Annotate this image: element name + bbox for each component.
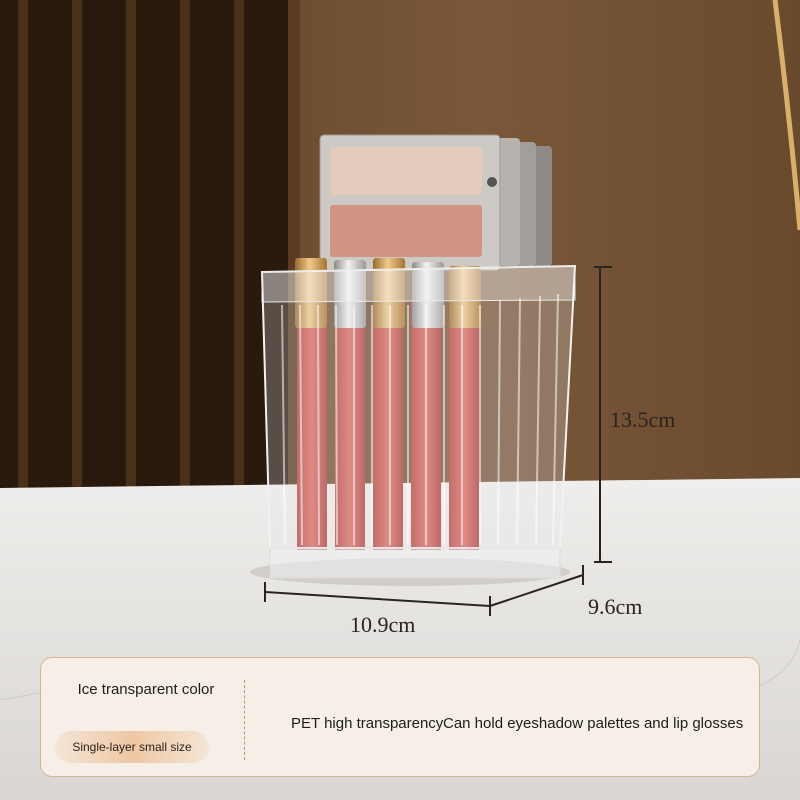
feature-capacity: Can hold eyeshadow palettes and lip glos… — [443, 715, 744, 732]
size-badge: Single-layer small size — [55, 731, 209, 763]
info-panel: Ice transparent color Single-layer small… — [40, 657, 760, 777]
clear-organizer-box — [260, 264, 577, 579]
height-dimension-label: 13.5cm — [610, 407, 676, 432]
mirror-edge — [772, 0, 800, 231]
dimension-lines — [264, 266, 612, 616]
panel-divider — [244, 680, 245, 760]
eyeshadow-palettes — [319, 134, 552, 271]
depth-dimension-label: 9.6cm — [588, 594, 643, 619]
feature-transparency: PET high transparency — [291, 715, 444, 732]
width-dimension-label: 10.9cm — [350, 612, 416, 637]
wall-slats — [0, 0, 300, 500]
color-title: Ice transparent color — [77, 681, 215, 698]
